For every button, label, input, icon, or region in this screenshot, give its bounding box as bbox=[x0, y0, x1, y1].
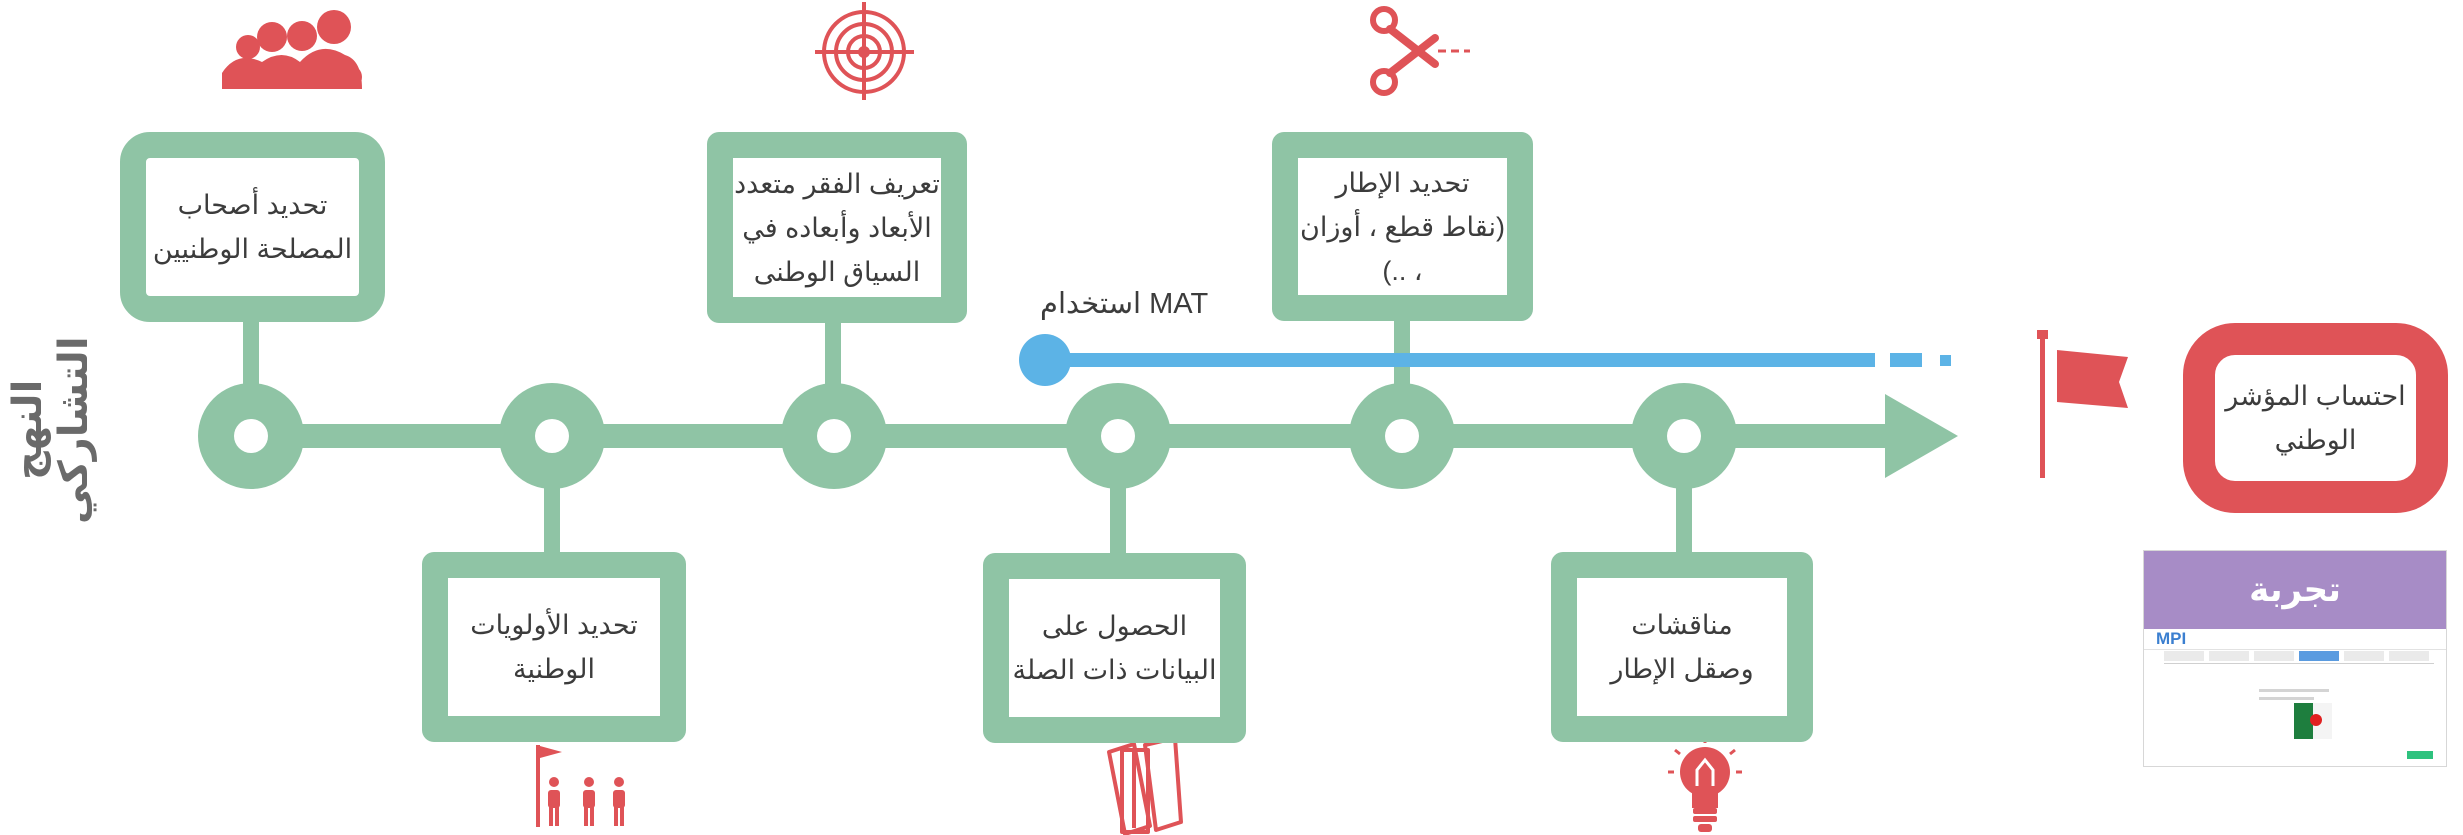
step-box-definition: تعريف الفقر متعدد الأبعاد وأبعاده في الس… bbox=[707, 132, 967, 323]
trial-flag-white bbox=[2313, 703, 2332, 739]
step-label: تحديد الإطار (نقاط قطع ، أوزان ، ..) bbox=[1300, 167, 1505, 286]
timeline-node bbox=[1349, 383, 1455, 489]
mat-label: استخدام MAT bbox=[1040, 288, 1209, 320]
step-box-framework: تحديد الإطار (نقاط قطع ، أوزان ، ..) bbox=[1272, 132, 1533, 321]
scissors-icon bbox=[1370, 6, 1470, 96]
trial-button bbox=[2407, 751, 2433, 759]
step-label: مناقشات وصقل الإطار bbox=[1610, 610, 1754, 684]
lightbulb-icon bbox=[1668, 737, 1742, 832]
target-icon bbox=[815, 2, 914, 100]
trial-logo: MPI bbox=[2156, 629, 2187, 648]
timeline-arrowhead bbox=[1885, 394, 1958, 478]
side-title: النهج التشاركي bbox=[5, 336, 97, 524]
trial-form-line bbox=[2259, 689, 2329, 692]
flag-icon bbox=[2037, 330, 2128, 478]
mat-line-dash bbox=[1890, 353, 1922, 367]
step-box-data: الحصول على البيانات ذات الصلة bbox=[983, 553, 1246, 743]
trial-tab bbox=[2209, 651, 2249, 661]
timeline-node bbox=[198, 383, 304, 489]
trial-tab bbox=[2344, 651, 2384, 661]
connector bbox=[243, 310, 259, 405]
trial-tab bbox=[2254, 651, 2294, 661]
trial-flag-crescent bbox=[2310, 714, 2322, 726]
trial-preview[interactable]: تجربة MPI bbox=[2143, 550, 2447, 767]
trial-tabs bbox=[2164, 651, 2434, 664]
trial-tab bbox=[2164, 651, 2204, 661]
connector bbox=[1110, 475, 1126, 555]
timeline-node bbox=[499, 383, 605, 489]
timeline-node bbox=[1065, 383, 1171, 489]
step-box-stakeholders: تحديد أصحاب المصلحة الوطنيين bbox=[120, 132, 385, 322]
connector bbox=[825, 310, 841, 390]
connector bbox=[1394, 310, 1410, 390]
trial-tab bbox=[2389, 651, 2429, 661]
trial-nav-bar bbox=[2144, 629, 2446, 650]
connector bbox=[544, 475, 560, 555]
step-box-priorities: تحديد الأولويات الوطنية bbox=[422, 552, 686, 742]
timeline-node bbox=[1631, 383, 1737, 489]
trial-tab-active bbox=[2299, 651, 2339, 661]
mat-line-dot bbox=[1940, 355, 1951, 366]
books-icon bbox=[1107, 736, 1183, 835]
step-label: تعريف الفقر متعدد الأبعاد وأبعاده في الس… bbox=[734, 168, 940, 287]
people-group-icon bbox=[222, 10, 362, 89]
trial-header: تجربة bbox=[2144, 551, 2446, 629]
step-box-discussions: مناقشات وصقل الإطار bbox=[1551, 552, 1813, 742]
connector bbox=[1676, 475, 1692, 555]
trial-form-line bbox=[2259, 697, 2314, 700]
mat-line bbox=[1045, 353, 1875, 367]
mat-start-node bbox=[1019, 334, 1071, 386]
final-step-label: احتساب المؤشر الوطني bbox=[2225, 381, 2406, 455]
step-label: تحديد أصحاب المصلحة الوطنيين bbox=[152, 190, 353, 264]
final-step-box: احتساب المؤشر الوطني bbox=[2183, 323, 2448, 513]
step-label: تحديد الأولويات الوطنية bbox=[470, 610, 638, 684]
timeline-node bbox=[781, 383, 887, 489]
step-label: الحصول على البيانات ذات الصلة bbox=[1012, 611, 1217, 685]
flag-people-icon bbox=[536, 745, 625, 827]
